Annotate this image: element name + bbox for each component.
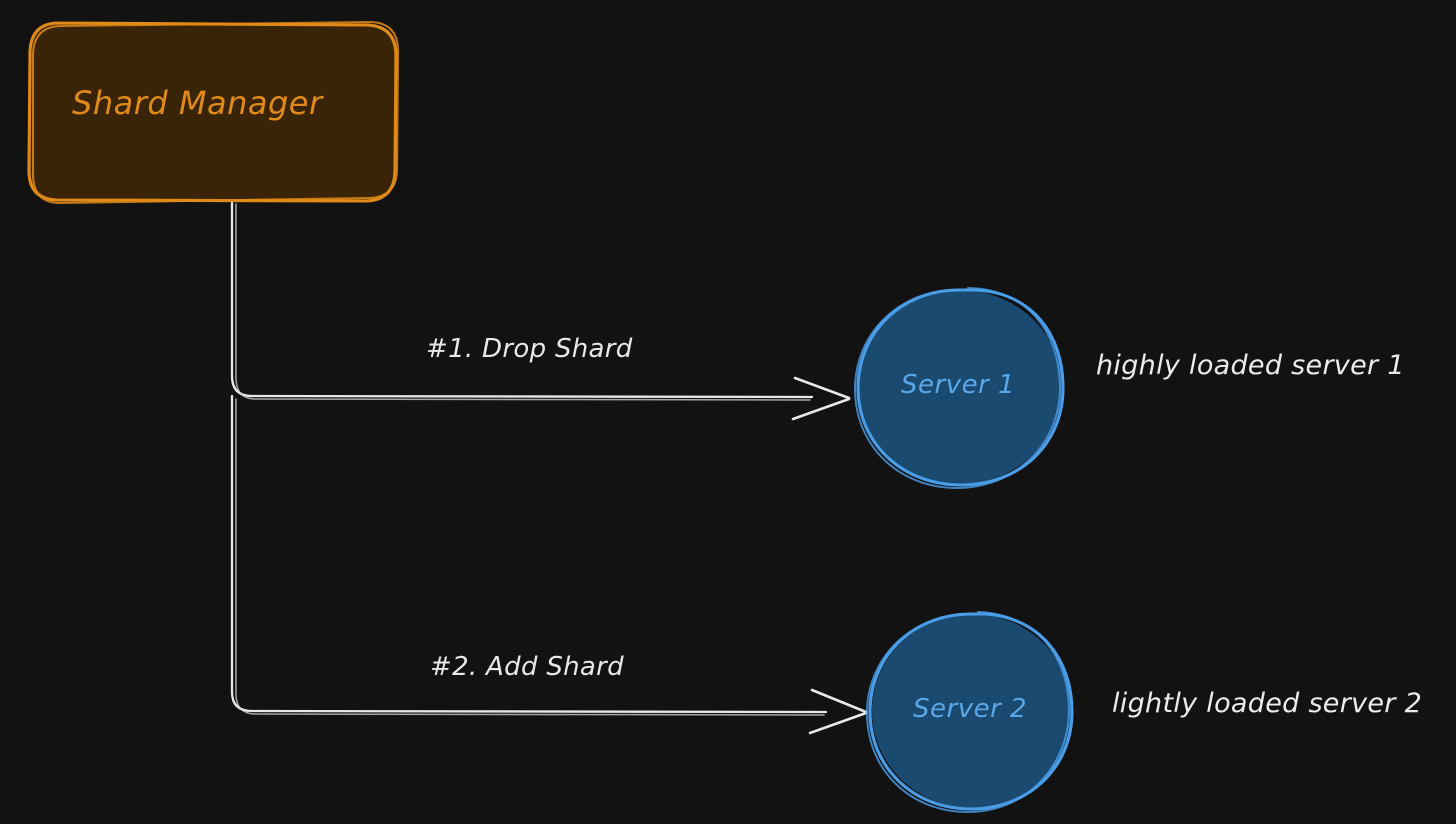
shard-manager-fill xyxy=(29,23,396,201)
arrowhead-add-shard xyxy=(808,688,868,735)
node-server-2[interactable] xyxy=(865,611,1074,814)
connector-drop-shard[interactable] xyxy=(230,201,851,421)
node-shard-manager[interactable] xyxy=(27,20,400,205)
server-1-fill xyxy=(858,290,1062,484)
shard-manager-outline-b xyxy=(31,20,400,205)
arrowhead-drop-shard xyxy=(791,376,851,421)
server-2-outline-b xyxy=(865,611,1071,814)
connector-drop-shard-line-b xyxy=(235,203,811,401)
connector-add-shard-line-b xyxy=(235,398,825,716)
server-2-fill xyxy=(872,614,1072,808)
server-1-outline-b xyxy=(853,287,1062,490)
shard-manager-outline-a xyxy=(27,21,398,203)
connector-add-shard[interactable] xyxy=(230,394,868,735)
connector-add-shard-line-a xyxy=(230,394,828,714)
node-server-1[interactable] xyxy=(853,287,1065,490)
connector-drop-shard-line-a xyxy=(230,201,814,399)
